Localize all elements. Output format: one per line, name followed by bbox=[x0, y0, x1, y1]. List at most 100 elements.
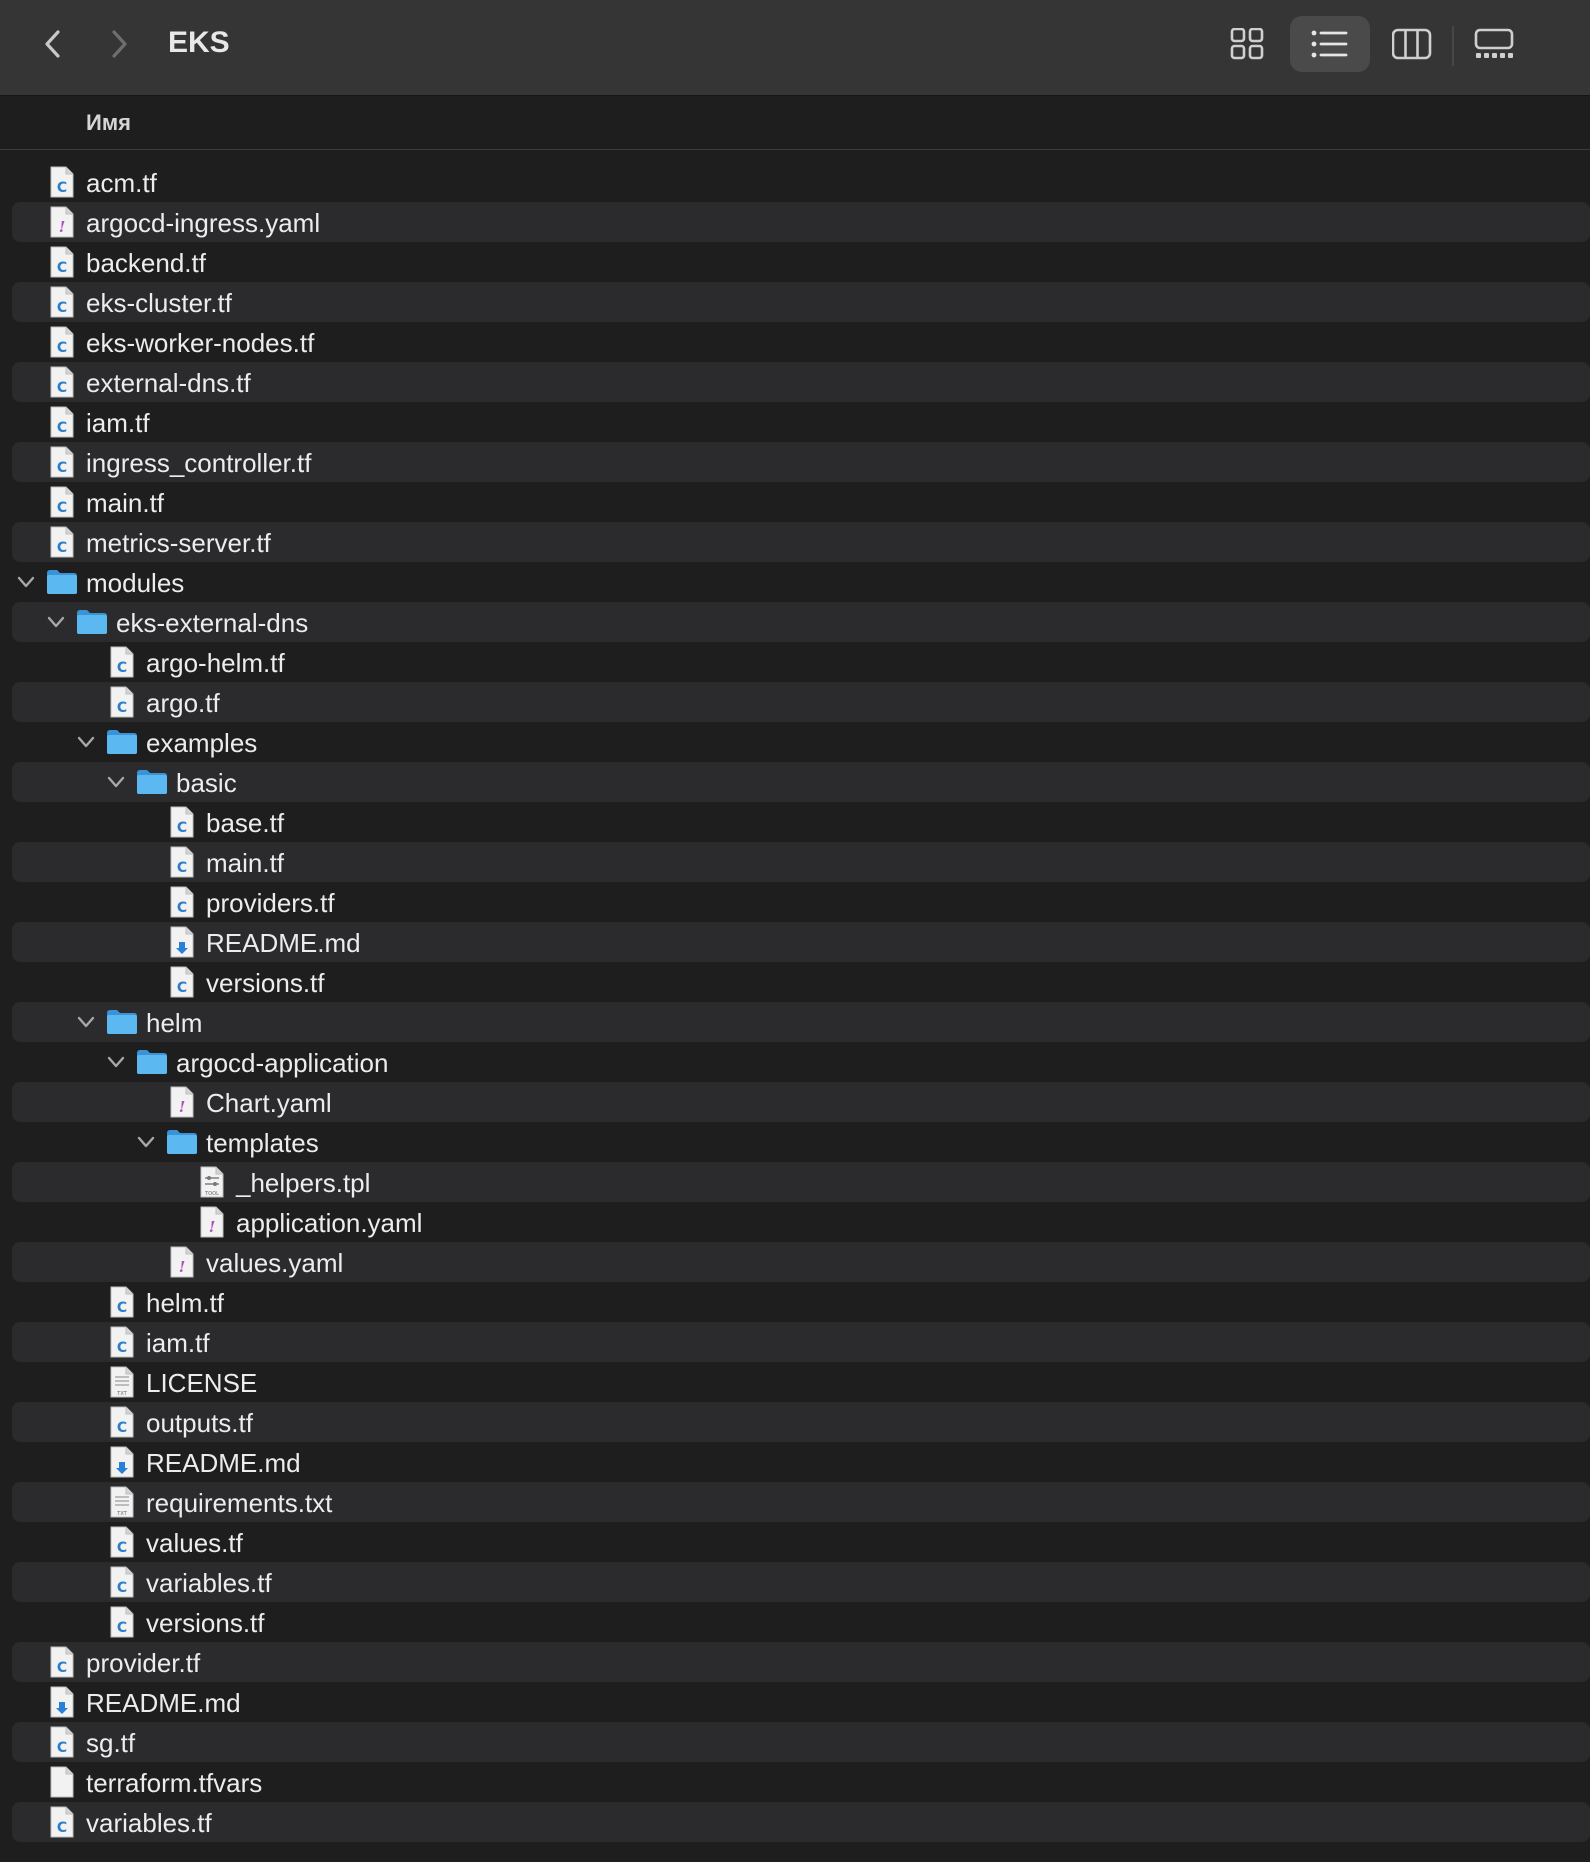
svg-text:C: C bbox=[57, 460, 67, 476]
c-file-icon: C bbox=[110, 1566, 134, 1598]
document-icon bbox=[50, 1766, 74, 1798]
item-name: helm bbox=[146, 1008, 203, 1038]
chevron-down-icon[interactable] bbox=[46, 612, 66, 632]
c-file-icon: C bbox=[110, 646, 134, 678]
markdown-file-icon bbox=[110, 1446, 134, 1478]
folder-row[interactable]: basic bbox=[12, 762, 1590, 802]
item-name: ingress_controller.tf bbox=[86, 448, 312, 478]
c-file-icon: C bbox=[50, 246, 74, 278]
c-file-icon: C bbox=[170, 806, 194, 838]
file-row[interactable]: TOOL_helpers.tpl bbox=[12, 1162, 1590, 1202]
list-icon bbox=[1311, 30, 1348, 58]
folder-row[interactable]: helm bbox=[12, 1002, 1590, 1042]
chevron-down-icon[interactable] bbox=[76, 1012, 96, 1032]
item-name: argo-helm.tf bbox=[146, 648, 285, 678]
folder-row[interactable]: argocd-application bbox=[12, 1042, 1590, 1082]
svg-text:C: C bbox=[57, 180, 67, 196]
c-file-icon: C bbox=[50, 1806, 74, 1838]
view-icons-button[interactable] bbox=[1208, 16, 1288, 72]
item-name: main.tf bbox=[206, 848, 285, 878]
c-file-icon: C bbox=[50, 1726, 74, 1758]
toolbar: EKS bbox=[0, 0, 1590, 96]
column-header-name[interactable]: Имя bbox=[86, 110, 131, 135]
file-row[interactable]: README.md bbox=[12, 1442, 1590, 1482]
view-columns-button[interactable] bbox=[1372, 16, 1452, 72]
file-row[interactable]: !values.yaml bbox=[12, 1242, 1590, 1282]
folder-row[interactable]: eks-external-dns bbox=[12, 602, 1590, 642]
file-row[interactable]: ! application.yaml bbox=[12, 1202, 1590, 1242]
folder-icon bbox=[107, 1010, 137, 1034]
chevron-down-icon[interactable] bbox=[76, 732, 96, 752]
item-name: eks-external-dns bbox=[116, 608, 309, 638]
chevron-down-icon[interactable] bbox=[16, 572, 36, 592]
folder-row[interactable]: examples bbox=[12, 722, 1590, 762]
file-row[interactable]: README.md bbox=[12, 1682, 1590, 1722]
item-name: iam.tf bbox=[86, 408, 150, 438]
forward-button[interactable] bbox=[94, 22, 144, 66]
c-file-icon: C bbox=[110, 1406, 134, 1438]
item-name: argo.tf bbox=[146, 688, 220, 718]
item-name: modules bbox=[86, 568, 185, 598]
item-name: main.tf bbox=[86, 488, 165, 518]
chevron-left-icon bbox=[45, 30, 60, 58]
markdown-file-icon bbox=[170, 926, 194, 958]
item-name: acm.tf bbox=[86, 168, 157, 198]
view-gallery-button[interactable] bbox=[1454, 16, 1534, 72]
svg-text:C: C bbox=[177, 980, 187, 996]
folder-icon bbox=[47, 570, 77, 594]
chevron-down-icon[interactable] bbox=[136, 1132, 156, 1152]
folder-row[interactable]: templates bbox=[12, 1122, 1590, 1162]
folder-row[interactable]: modules bbox=[12, 562, 1590, 602]
file-row[interactable]: terraform.tfvars bbox=[12, 1762, 1590, 1802]
item-name: iam.tf bbox=[146, 1328, 210, 1358]
file-row[interactable]: !Chart.yaml bbox=[12, 1082, 1590, 1122]
back-button[interactable] bbox=[30, 22, 80, 66]
svg-text:!: ! bbox=[209, 1218, 216, 1236]
c-file-icon: C bbox=[170, 966, 194, 998]
chevron-down-icon[interactable] bbox=[106, 1052, 126, 1072]
c-file-icon: C bbox=[50, 286, 74, 318]
item-name: metrics-server.tf bbox=[86, 528, 271, 558]
item-name: README.md bbox=[86, 1688, 241, 1718]
c-file-icon: C bbox=[50, 526, 74, 558]
item-name: application.yaml bbox=[236, 1208, 423, 1238]
file-row[interactable]: !argocd-ingress.yaml bbox=[12, 202, 1590, 242]
file-row[interactable]: README.md bbox=[12, 922, 1590, 962]
svg-text:C: C bbox=[57, 1660, 67, 1676]
item-name: provider.tf bbox=[86, 1648, 201, 1678]
item-name: eks-cluster.tf bbox=[86, 288, 232, 318]
yaml-file-icon: ! bbox=[170, 1086, 194, 1118]
c-file-icon: C bbox=[50, 446, 74, 478]
chevron-down-icon[interactable] bbox=[106, 772, 126, 792]
svg-text:TXT: TXT bbox=[116, 1511, 127, 1517]
view-list-button[interactable] bbox=[1290, 16, 1370, 72]
svg-text:C: C bbox=[57, 260, 67, 276]
item-name: _helpers.tpl bbox=[236, 1168, 371, 1198]
